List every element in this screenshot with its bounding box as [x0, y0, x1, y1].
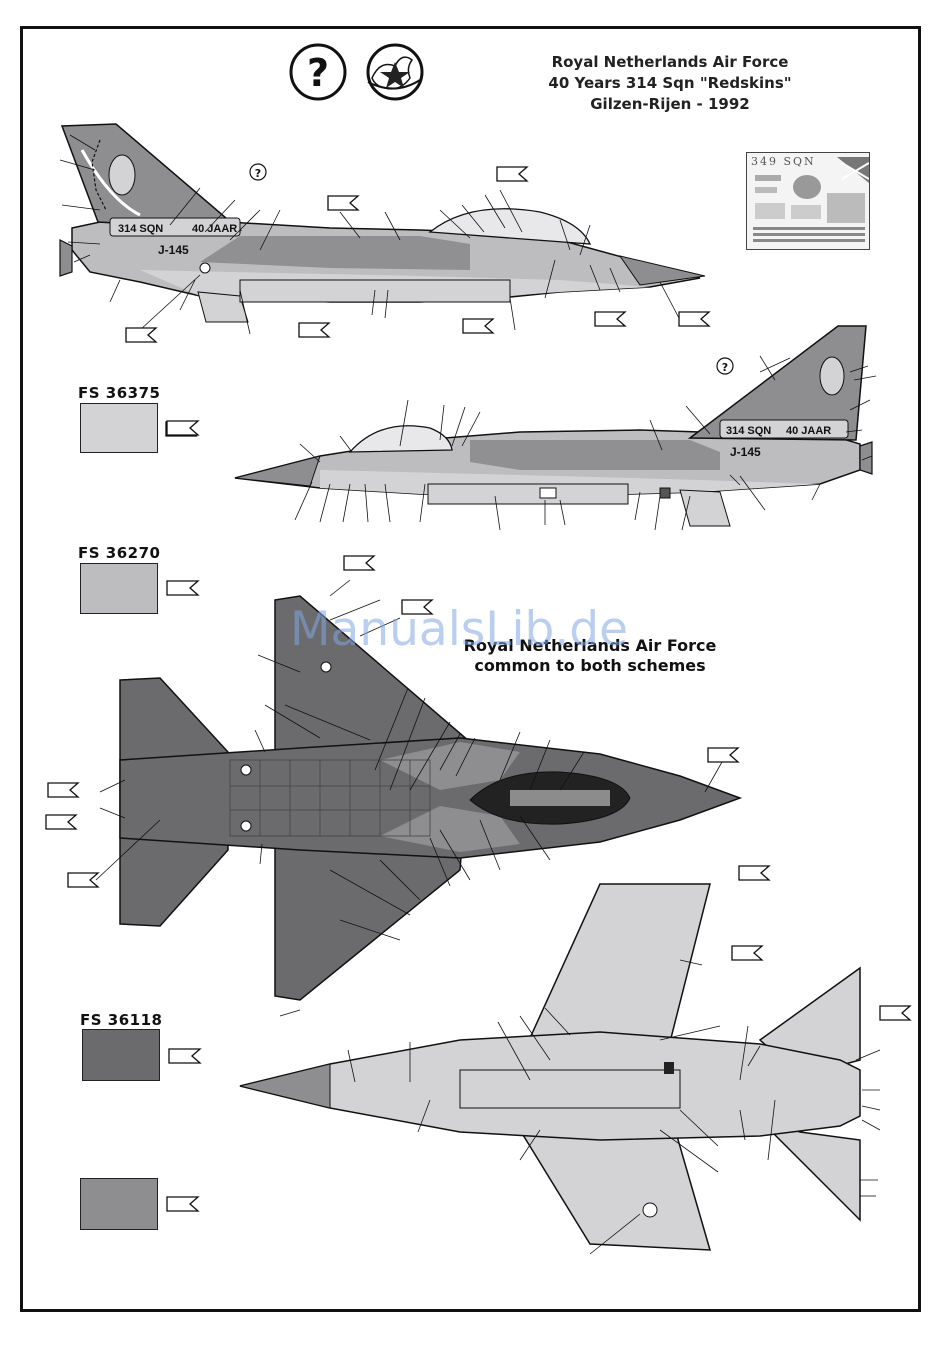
- decal-sheet-thumbnail: 349 SQN: [746, 152, 870, 250]
- swatch-2: [80, 563, 158, 614]
- question-badge-text: ?: [307, 51, 329, 95]
- serial-marking: J-145: [158, 243, 189, 257]
- question-badge-icon: ?: [291, 45, 345, 99]
- swatch-4: [80, 1178, 158, 1230]
- swatch-3-label: FS 36118: [80, 1011, 162, 1029]
- tail-marking-anniversary-2: 40 JAAR: [786, 425, 831, 437]
- side-view-right: 314 SQN 40 JAAR J-145 ?: [166, 326, 876, 530]
- swatch-2-flag-icon: [166, 580, 200, 598]
- swatch-1-label: FS 36375: [78, 384, 160, 402]
- swatch-3-flag-icon: [168, 1048, 202, 1066]
- swatch-3: [82, 1029, 160, 1081]
- thumb-header-text: 349 SQN: [751, 155, 816, 168]
- watermark: ManualsLib.de: [290, 602, 628, 657]
- common-line-2: common to both schemes: [430, 656, 750, 676]
- swatch-1-flag-icon: [166, 420, 200, 438]
- squadron-badge-icon: [368, 45, 422, 99]
- swatch-1: [80, 403, 158, 453]
- serial-marking-2: J-145: [730, 445, 761, 459]
- swatch-2-label: FS 36270: [78, 544, 160, 562]
- tail-marking-squadron: 314 SQN: [118, 223, 163, 235]
- small-question-icon: ?: [255, 167, 261, 180]
- side-view-left: 314 SQN 40 JAAR J-145 ?: [60, 124, 709, 342]
- small-question-icon-2: ?: [722, 361, 728, 374]
- tail-marking-squadron-2: 314 SQN: [726, 425, 771, 437]
- swatch-4-flag-icon: [166, 1196, 200, 1214]
- tail-marking-anniversary: 40 JAAR: [192, 223, 237, 235]
